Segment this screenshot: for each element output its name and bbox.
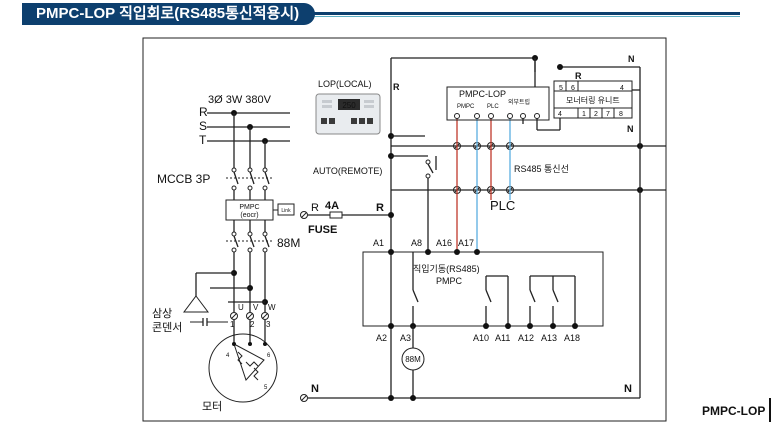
monitor-unit-box xyxy=(553,80,633,119)
n-top-right: N xyxy=(628,54,635,64)
lop-display: 250 xyxy=(342,101,356,110)
terminal-3: 3 xyxy=(266,320,271,329)
pmpc-lop-box xyxy=(446,86,550,121)
monitor-label: 모너터링 유니트 xyxy=(566,95,620,105)
phase-s-label: S xyxy=(199,119,207,133)
monitor-bottom-8: 8 xyxy=(619,111,623,118)
terminal-v: V xyxy=(253,303,259,312)
monitor-top-6: 6 xyxy=(571,85,575,92)
link-box-label: Link xyxy=(281,208,291,214)
terminal-a17: A17 xyxy=(458,238,474,248)
pmpc-lop-t3: 외부트립 xyxy=(508,98,530,106)
footer-label: PMPC-LOP xyxy=(702,404,766,418)
motor-label: 모터 xyxy=(202,400,222,413)
terminal-a8: A8 xyxy=(411,238,422,248)
footer-bar xyxy=(769,398,771,422)
header-band: PMPC-LOP 직입회로(RS485통신적용시) xyxy=(0,0,773,28)
motor-node-6: 6 xyxy=(267,353,271,359)
r-top-label: R xyxy=(393,82,400,92)
r-mid-label: R xyxy=(376,202,384,214)
pmpc-box-line2: (eocr) xyxy=(240,212,258,219)
monitor-r: R xyxy=(575,71,582,81)
terminal-a11: A11 xyxy=(495,333,510,343)
monitor-top-4: 4 xyxy=(620,85,624,92)
plc-label: PLC xyxy=(490,198,515,213)
capacitor-label-2: 콘덴서 xyxy=(152,321,182,334)
terminal-a10: A10 xyxy=(473,333,489,343)
monitor-bottom-7: 7 xyxy=(606,111,610,118)
motor-node-5: 5 xyxy=(264,385,268,391)
phase-r-label: R xyxy=(199,105,208,119)
motor-symbol xyxy=(208,333,278,403)
pmpc-lop-terminals xyxy=(454,113,540,119)
monitor-bottom-2: 2 xyxy=(594,111,598,118)
link-box xyxy=(277,203,295,216)
pmpc-box-line1: PMPC xyxy=(239,204,259,211)
pmpc-lop-title: PMPC-LOP xyxy=(459,89,506,99)
rs485-label: RS485 통신선 xyxy=(514,164,569,174)
terminal-a3: A3 xyxy=(400,333,411,343)
header-rule xyxy=(22,12,740,15)
capacitor-symbol xyxy=(183,295,228,326)
fuse-rating: 4A xyxy=(325,200,339,212)
fuse-symbol xyxy=(329,211,343,219)
monitor-n: N xyxy=(627,124,634,134)
contactor-label: 88M xyxy=(277,236,300,250)
mccb-switches xyxy=(226,167,272,191)
terminal-a18: A18 xyxy=(564,333,580,343)
section-title: PMPC-LOP 직입회로(RS485통신적용시) xyxy=(22,3,316,25)
power-spec: 3Ø 3W 380V xyxy=(208,94,272,106)
pmpc-lop-t1: PMPC xyxy=(457,104,475,110)
n-bottom-right: N xyxy=(624,383,632,395)
motor-node-4: 4 xyxy=(226,353,230,359)
terminal-w: W xyxy=(268,303,276,312)
pmpc-contacts xyxy=(412,252,576,326)
lop-label: LOP(LOCAL) xyxy=(318,79,372,89)
coil-88m-label: 88M xyxy=(405,355,421,364)
pmpc-inner-line1: 직입기동(RS485) xyxy=(413,263,480,274)
monitor-top-5: 5 xyxy=(559,85,563,92)
diagram-frame xyxy=(142,37,667,422)
auto-label: AUTO(REMOTE) xyxy=(313,166,382,176)
terminal-a16: A16 xyxy=(436,238,452,248)
terminal-a1: A1 xyxy=(373,238,384,248)
phase-t-label: T xyxy=(199,133,207,147)
pmpc-lop-t2: PLC xyxy=(487,104,499,110)
monitor-bottom-1: 1 xyxy=(582,111,586,118)
terminal-1: 1 xyxy=(230,320,235,329)
fuse-label: FUSE xyxy=(308,224,337,236)
pmpc-control-block xyxy=(362,251,604,327)
capacitor-label-1: 삼상 xyxy=(152,307,172,320)
terminal-2: 2 xyxy=(250,320,255,329)
pmpc-inner-line2: PMPC xyxy=(436,276,463,286)
terminal-a2: A2 xyxy=(376,333,387,343)
n-bottom-left: N xyxy=(311,383,319,395)
fuse-r-label: R xyxy=(311,202,319,214)
header-rule-thin xyxy=(22,16,740,17)
terminal-u: U xyxy=(238,303,244,312)
terminal-a12: A12 xyxy=(518,333,534,343)
lop-device: 250 xyxy=(315,93,381,135)
monitor-bottom-4: 4 xyxy=(558,111,562,118)
mccb-label: MCCB 3P xyxy=(157,172,210,186)
terminal-a13: A13 xyxy=(541,333,557,343)
contactor-88m-switches xyxy=(226,231,272,253)
